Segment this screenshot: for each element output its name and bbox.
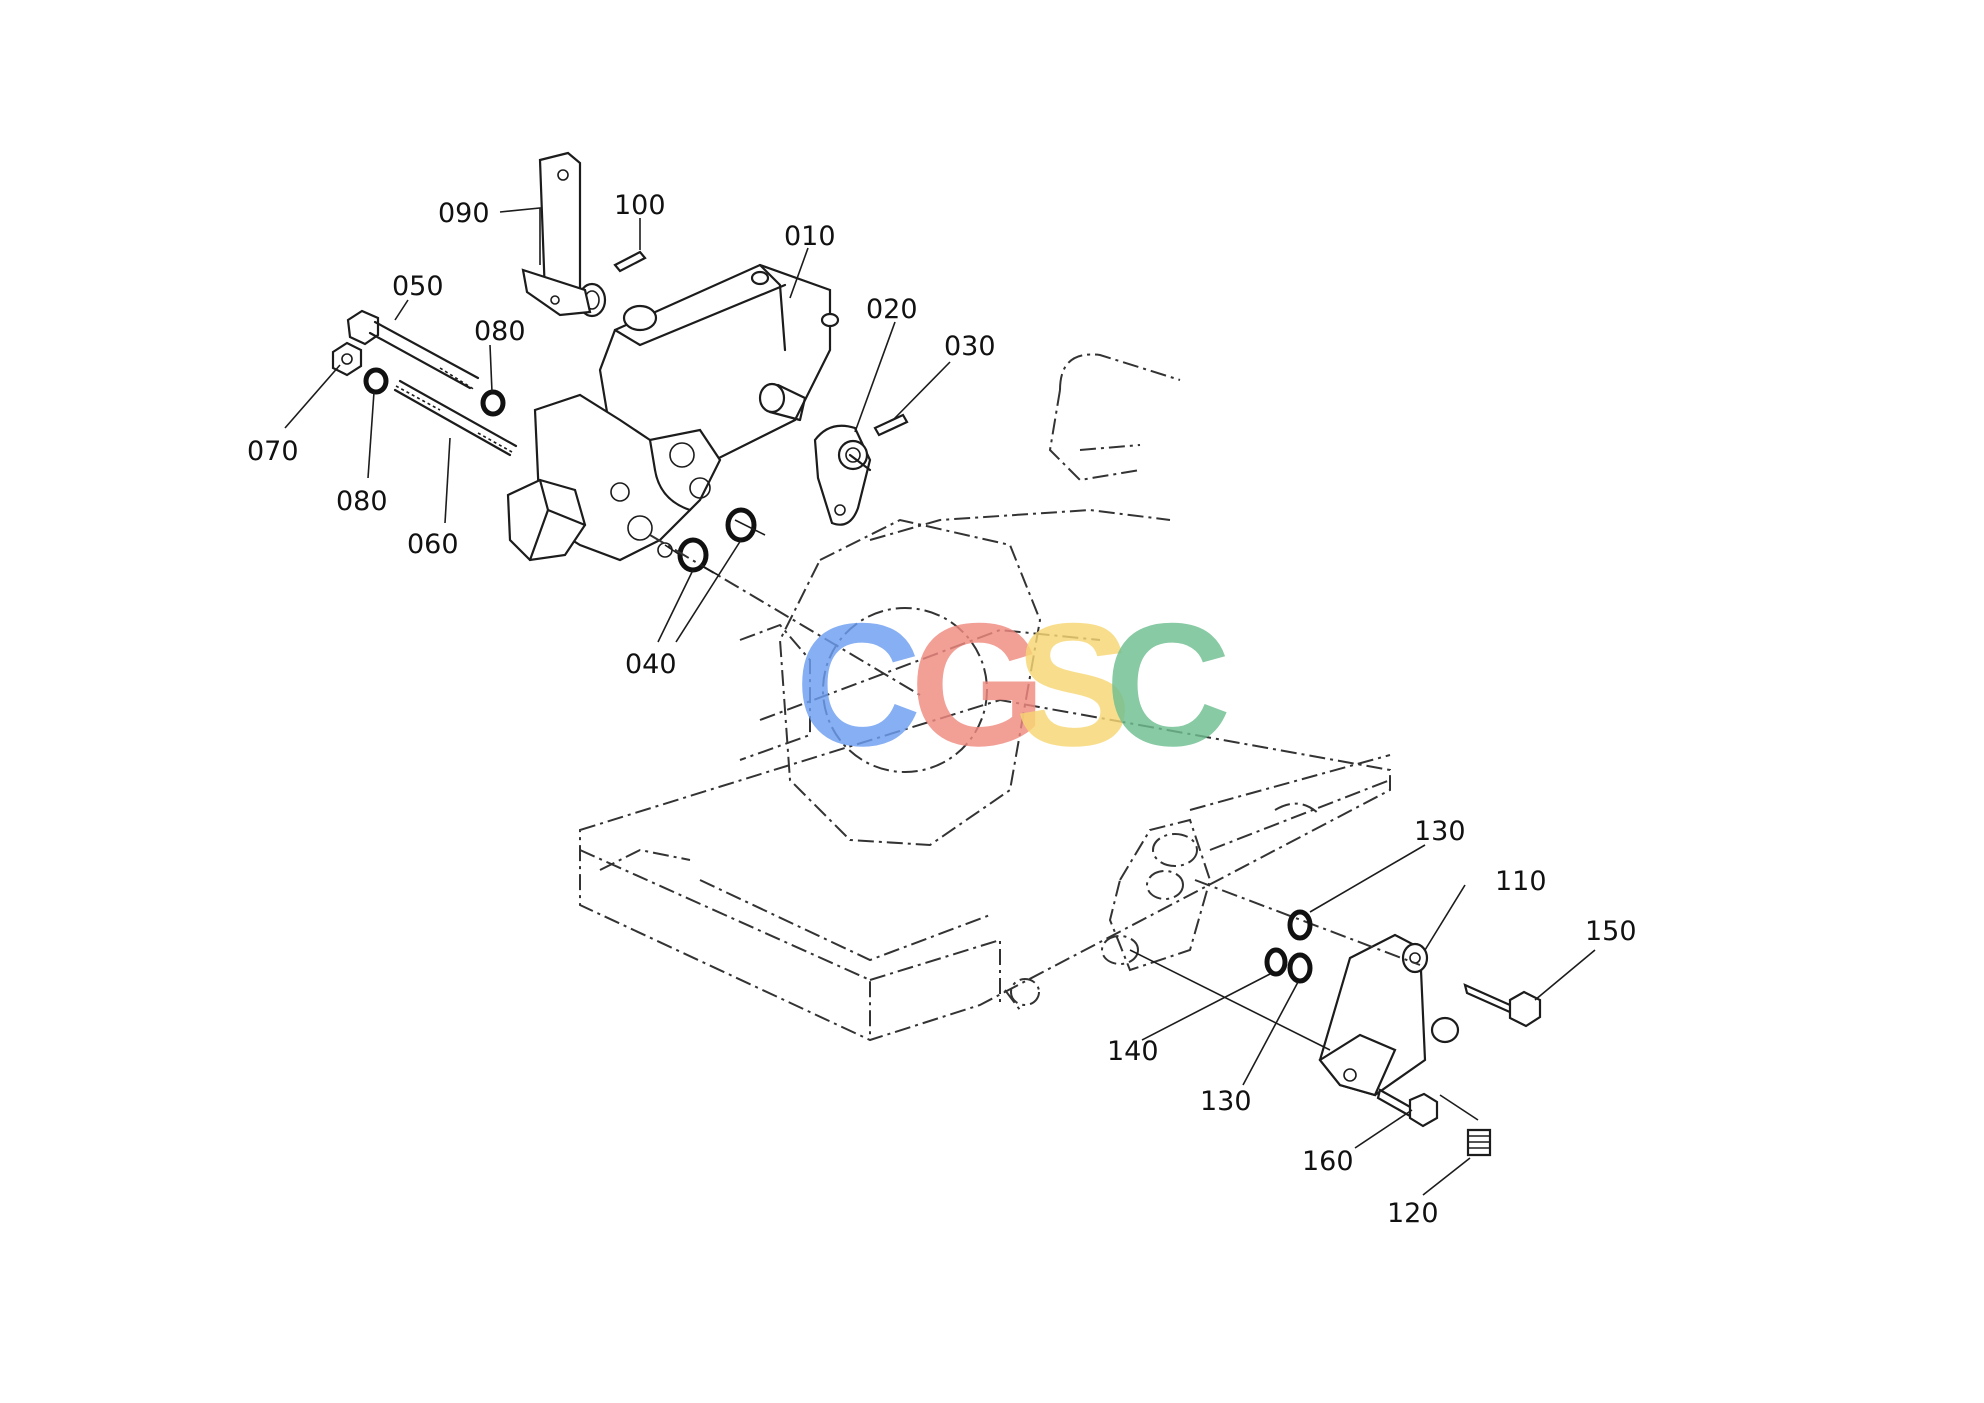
washer-080-upper <box>480 389 506 417</box>
o-ring-130-lower <box>1287 952 1313 984</box>
pin-030 <box>873 413 909 437</box>
leader-lines <box>284 207 1596 1196</box>
nut-070 <box>331 341 363 377</box>
callout-150: 150 <box>1585 916 1637 947</box>
callout-020: 020 <box>866 294 918 325</box>
bolt-050 <box>346 309 480 391</box>
bracket-110 <box>1129 879 1460 1097</box>
callout-100: 100 <box>614 190 666 221</box>
callout-010: 010 <box>784 221 836 252</box>
callout-labels: 090 100 010 050 080 020 030 070 080 060 … <box>247 190 1637 1229</box>
washer-080-lower <box>363 367 389 395</box>
watermark-letter-1: C <box>795 588 921 783</box>
callout-160: 160 <box>1302 1146 1354 1177</box>
callout-110: 110 <box>1495 866 1547 897</box>
watermark-letter-3: S <box>1015 588 1132 783</box>
o-rings-040 <box>649 507 921 696</box>
o-ring-140 <box>1264 947 1288 977</box>
bolt-150 <box>1463 983 1542 1028</box>
callout-130-lower: 130 <box>1200 1086 1252 1117</box>
callout-050: 050 <box>392 271 444 302</box>
o-ring-130-upper <box>1287 909 1313 941</box>
pin-100 <box>613 250 647 273</box>
callout-120: 120 <box>1387 1198 1439 1229</box>
callout-060: 060 <box>407 529 459 560</box>
plug-120 <box>1439 1094 1492 1157</box>
watermark-letter-2: G <box>910 588 1046 783</box>
transmission-housing <box>579 353 1391 1042</box>
callout-080-lower: 080 <box>336 486 388 517</box>
callout-140: 140 <box>1107 1036 1159 1067</box>
arm-020 <box>813 424 872 526</box>
bolt-160 <box>1376 1088 1439 1128</box>
callout-090: 090 <box>438 198 490 229</box>
watermark-logo: C G S C <box>795 588 1231 783</box>
callout-030: 030 <box>944 331 996 362</box>
callout-080-upper: 080 <box>474 316 526 347</box>
callout-070: 070 <box>247 436 299 467</box>
stud-060 <box>393 379 518 457</box>
lever-090 <box>521 151 592 317</box>
callout-130-upper: 130 <box>1414 816 1466 847</box>
callout-040: 040 <box>625 649 677 680</box>
watermark-letter-4: C <box>1105 588 1231 783</box>
